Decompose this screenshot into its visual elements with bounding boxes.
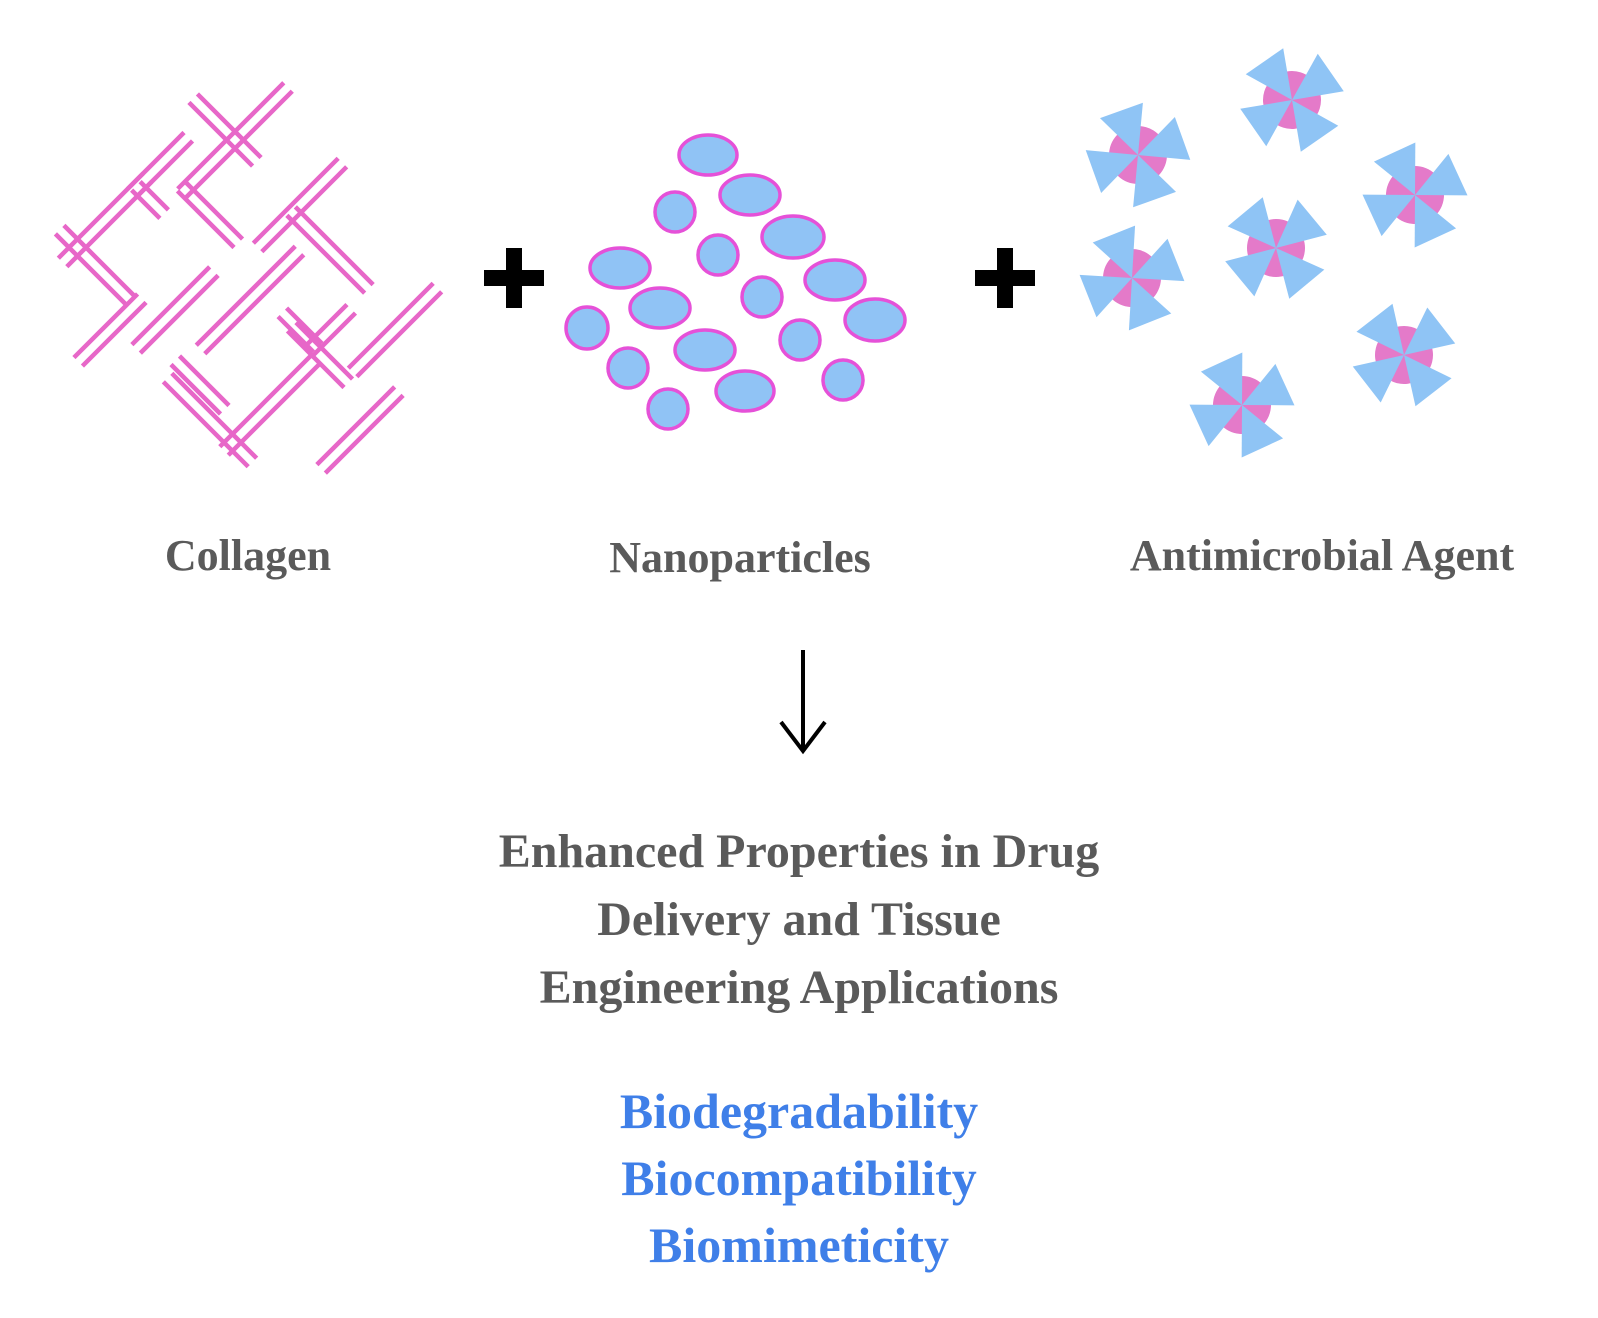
nanoparticles-illustration xyxy=(0,0,1598,520)
nanoparticles-label: Nanoparticles xyxy=(609,533,871,582)
collagen-fiber xyxy=(218,353,322,457)
nanoparticle xyxy=(803,258,867,302)
nanoparticle-cluster xyxy=(564,133,907,431)
collagen-fiber xyxy=(276,306,324,354)
antimicrobial-illustration xyxy=(0,0,1598,520)
collagen-fiber-network xyxy=(53,81,444,475)
collagen-fiber xyxy=(315,385,405,475)
antimicrobial-agent-group xyxy=(1079,48,1468,458)
nanoparticle xyxy=(821,358,865,402)
nanoparticle xyxy=(740,275,784,319)
nanoparticle xyxy=(760,214,826,260)
collagen-fiber xyxy=(346,281,444,379)
nanoparticle xyxy=(673,328,737,372)
plus-icon xyxy=(484,248,544,308)
nanoparticle xyxy=(653,190,697,234)
nanoparticle xyxy=(677,133,739,177)
collagen-fiber xyxy=(53,223,137,307)
collagen-fiber xyxy=(72,292,148,368)
collagen-fiber xyxy=(176,81,294,199)
property-biomimeticity: Biomimeticity xyxy=(649,1217,949,1273)
antimicrobial-agent xyxy=(1240,48,1344,152)
result-line: Delivery and Tissue xyxy=(597,893,1001,946)
collagen-fiber xyxy=(130,265,220,355)
plus-icon xyxy=(975,248,1035,308)
nanoparticle xyxy=(696,233,740,277)
antimicrobial-label: Antimicrobial Agent xyxy=(1129,531,1515,580)
collagen-fiber xyxy=(169,354,231,416)
antimicrobial-agent xyxy=(1362,142,1468,248)
nanoparticle xyxy=(606,346,650,390)
nanoparticle xyxy=(843,297,907,343)
result-line: Enhanced Properties in Drug xyxy=(498,825,1100,878)
nanoparticle xyxy=(588,246,652,290)
nanoparticle xyxy=(628,286,692,330)
nanoparticle xyxy=(646,387,690,431)
down-arrow-icon xyxy=(779,650,827,755)
antimicrobial-agent xyxy=(1189,352,1295,458)
property-list: Biodegradability Biocompatibility Biomim… xyxy=(499,1078,1099,1279)
property-biocompatibility: Biocompatibility xyxy=(621,1150,977,1206)
collagen-fiber xyxy=(130,180,170,220)
antimicrobial-agent xyxy=(1079,225,1185,331)
collagen-fiber xyxy=(285,320,355,390)
collagen-label: Collagen xyxy=(164,531,332,580)
nanoparticle xyxy=(564,305,610,351)
collagen-fiber xyxy=(187,92,263,168)
nanoparticle xyxy=(718,173,782,217)
property-biodegradability: Biodegradability xyxy=(619,1083,979,1139)
nanoparticle xyxy=(714,369,776,413)
collagen-fiber xyxy=(251,156,349,254)
nanoparticle xyxy=(778,318,822,362)
collagen-fiber xyxy=(194,244,306,356)
collagen-illustration xyxy=(0,0,520,520)
result-description: Enhanced Properties in Drug Delivery and… xyxy=(399,818,1199,1022)
result-line: Engineering Applications xyxy=(539,961,1059,1014)
collagen-fiber xyxy=(285,205,375,295)
antimicrobial-agent xyxy=(1085,102,1191,208)
antimicrobial-agent xyxy=(1352,303,1456,407)
collagen-fiber xyxy=(161,371,259,469)
antimicrobial-agent xyxy=(1225,197,1327,299)
collagen-fiber xyxy=(175,180,245,250)
